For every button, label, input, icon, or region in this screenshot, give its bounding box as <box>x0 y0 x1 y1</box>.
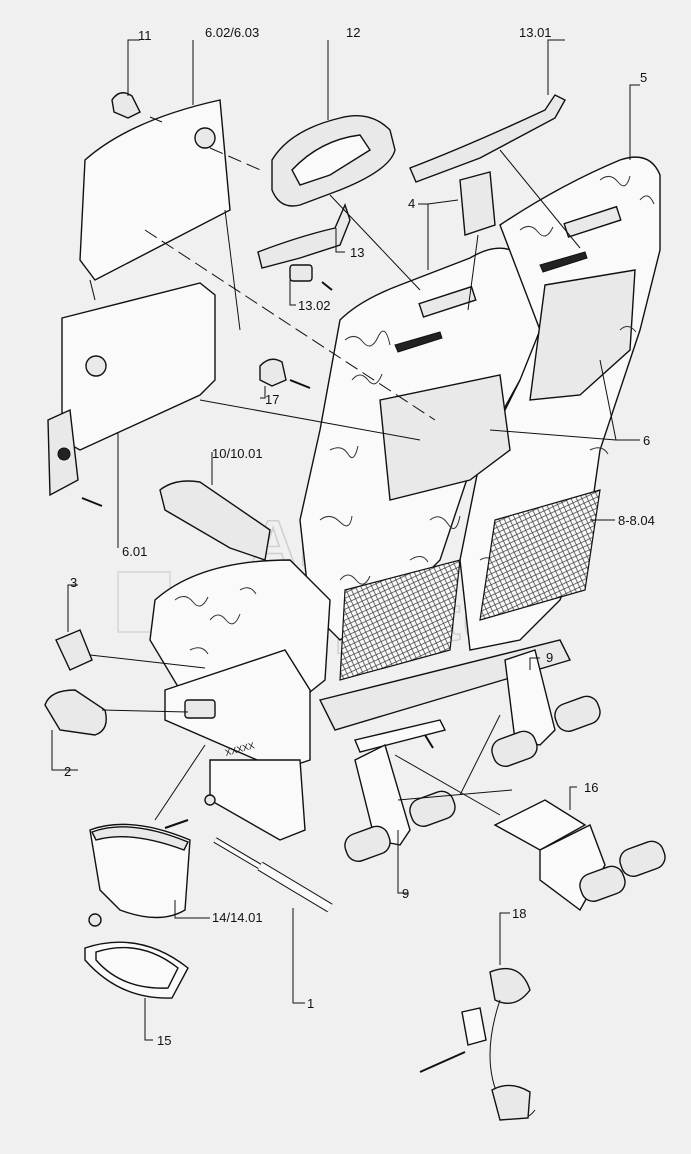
label-6-01: 6.01 <box>122 544 147 559</box>
label-6-02-6-03: 6.02/6.03 <box>205 25 259 40</box>
label-9-bottom: 9 <box>402 886 409 901</box>
label-17: 17 <box>265 392 279 407</box>
label-12: 12 <box>346 25 360 40</box>
label-6: 6 <box>643 433 650 448</box>
label-15: 15 <box>157 1033 171 1048</box>
label-14-14-01: 14/14.01 <box>212 910 263 925</box>
label-2: 2 <box>64 764 71 779</box>
label-18: 18 <box>512 906 526 921</box>
label-16: 16 <box>584 780 598 795</box>
label-4: 4 <box>408 196 415 211</box>
label-13-01: 13.01 <box>519 25 552 40</box>
label-9-top: 9 <box>546 650 553 665</box>
label-5: 5 <box>640 70 647 85</box>
callout-labels: 11 6.02/6.03 12 13.01 5 4 13 13.02 17 6 … <box>64 25 655 1048</box>
label-1: 1 <box>307 996 314 1011</box>
leader-lines <box>51 39 640 1041</box>
seat-assembly: XXXXX <box>149 156 666 913</box>
label-11: 11 <box>138 28 152 43</box>
label-8-8-04: 8-8.04 <box>618 513 655 528</box>
loose-parts <box>44 92 566 1121</box>
label-13-02: 13.02 <box>298 298 331 313</box>
label-10-10-01: 10/10.01 <box>212 446 263 461</box>
label-3: 3 <box>70 575 77 590</box>
label-13: 13 <box>350 245 364 260</box>
